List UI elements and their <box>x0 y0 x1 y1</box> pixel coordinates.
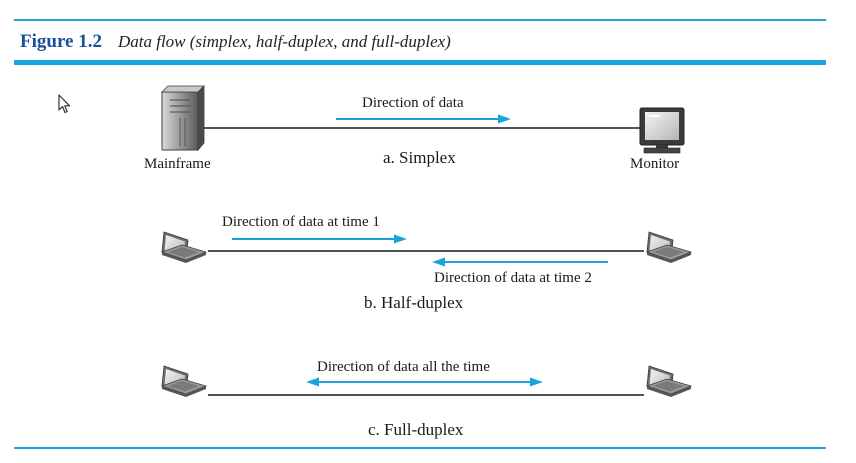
laptop-icon-right-full <box>646 365 692 398</box>
laptop-icon-right-half <box>646 231 692 264</box>
laptop-icon-left-full <box>161 365 207 398</box>
simplex-mode-label: a. Simplex <box>383 148 456 167</box>
half-duplex-arrow-time1 <box>232 234 407 244</box>
laptop-icon-left-half <box>161 231 207 264</box>
bottom-rule <box>14 447 826 449</box>
simplex-arrow-label: Direction of data <box>362 95 464 111</box>
full-duplex-arrow-label: Direction of data all the time <box>317 359 490 375</box>
half-duplex-time2-label: Direction of data at time 2 <box>434 270 592 286</box>
half-duplex-section <box>161 231 692 267</box>
simplex-direction-arrow <box>336 114 511 124</box>
full-duplex-section <box>161 365 692 398</box>
monitor-label: Monitor <box>630 156 680 172</box>
monitor-icon <box>639 107 685 154</box>
figure-caption: Data flow (simplex, half-duplex, and ful… <box>117 32 451 51</box>
mainframe-label: Mainframe <box>144 156 211 172</box>
figure-header: Figure 1.2 Data flow (simplex, half-dupl… <box>20 27 451 57</box>
full-duplex-mode-label: c. Full-duplex <box>368 420 464 439</box>
half-duplex-time1-label: Direction of data at time 1 <box>222 214 380 230</box>
mainframe-icon <box>161 85 205 152</box>
full-duplex-bidirectional-arrow <box>306 377 543 387</box>
mouse-cursor-icon <box>58 94 71 114</box>
simplex-section <box>161 85 685 154</box>
header-rule <box>14 60 826 65</box>
figure-number: Figure 1.2 <box>20 31 102 52</box>
half-duplex-mode-label: b. Half-duplex <box>364 293 464 312</box>
half-duplex-arrow-time2 <box>432 257 608 267</box>
top-rule <box>14 19 826 21</box>
